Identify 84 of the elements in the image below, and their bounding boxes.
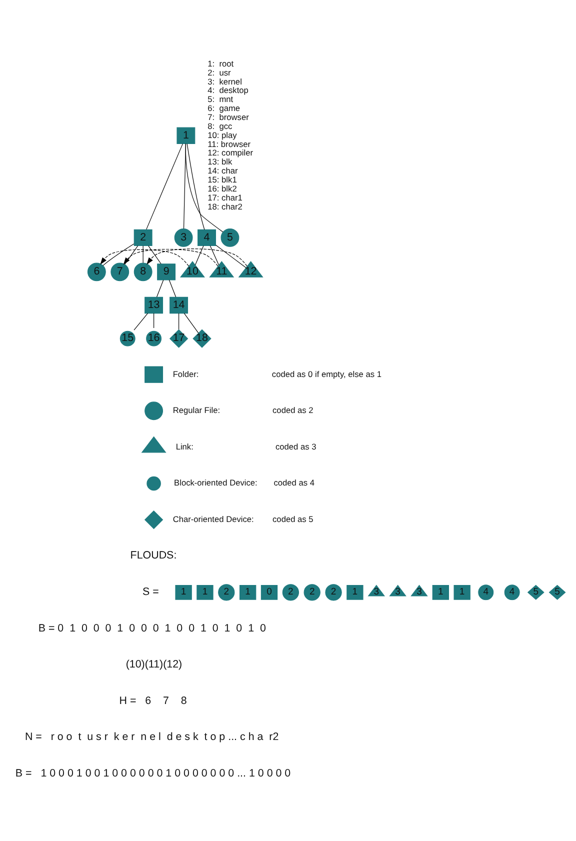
connector — [194, 245, 204, 265]
label: coded as 3 — [276, 440, 316, 451]
node-box: 1 — [176, 126, 196, 144]
node-diamond: 17 — [169, 328, 188, 348]
node-circle: 2 — [282, 584, 299, 600]
node-circle: 8 — [134, 262, 152, 281]
label: 1: root — [208, 58, 234, 68]
label: (10)(11)(12) — [126, 658, 182, 670]
node-circle: 2 — [325, 584, 342, 600]
node-circle: 5 — [220, 228, 240, 246]
connector — [148, 245, 162, 264]
node-circle — [144, 401, 164, 420]
label: S = — [142, 586, 159, 598]
connector — [186, 142, 205, 230]
connector — [216, 244, 246, 268]
node-circle: 7 — [110, 262, 130, 281]
node-diamond: 18 — [192, 328, 212, 348]
label: 13: blk — [208, 156, 232, 166]
node-box: 1 — [432, 584, 449, 600]
label: coded as 2 — [272, 404, 314, 415]
label: FLOUDS: — [130, 549, 177, 562]
label: H = 6 7 8 — [119, 694, 187, 706]
connector — [142, 245, 144, 263]
connector — [134, 312, 148, 330]
legend-label: Link: — [176, 440, 194, 451]
connector — [178, 312, 180, 330]
connector — [210, 245, 220, 265]
node-box: 9 — [157, 263, 176, 280]
connector — [156, 279, 164, 297]
label: 15: blk1 — [208, 174, 237, 184]
label: B = 0 1 0 0 0 1 0 0 0 1 0 0 1 0 1 0 1 0 — [38, 622, 266, 634]
arrow — [123, 248, 218, 266]
label: 18: char2 — [208, 200, 242, 211]
label: 5: mnt — [208, 94, 234, 104]
connector — [185, 142, 224, 232]
node-box: 2 — [134, 228, 152, 246]
node-circle: 6 — [87, 262, 106, 281]
node-box: 1 — [240, 584, 256, 600]
node-ring — [144, 474, 163, 492]
node-box: 1 — [454, 584, 470, 600]
node-diamond: 5 — [548, 584, 566, 600]
node-circle: 3 — [174, 228, 193, 246]
label: 4: desktop — [208, 84, 248, 95]
node-circle: 4 — [478, 584, 494, 600]
node-diamond — [144, 510, 164, 529]
node-circle: 16 — [145, 330, 162, 346]
label: coded as 4 — [274, 477, 314, 488]
connector — [184, 312, 199, 333]
legend-label: Block-oriented Device: — [174, 477, 258, 488]
legend-label: Folder: — [172, 368, 199, 378]
connector — [168, 279, 176, 297]
node-box: 1 — [346, 584, 364, 600]
node-box — [144, 366, 164, 382]
node-diamond: 5 — [527, 584, 544, 600]
connector — [102, 243, 134, 266]
label: N = r o o t u s r k e r n e l d e s k t o p ... c h a r2 — [24, 730, 279, 743]
node-box: 4 — [198, 228, 216, 246]
node-circle: 2 — [218, 584, 235, 600]
label: 12: compiler — [208, 147, 254, 158]
arrow — [100, 248, 190, 266]
connector — [124, 245, 138, 264]
legend-label: Regular File: — [172, 404, 220, 415]
node-box: 1 — [196, 584, 214, 600]
label: B = 1 0 0 0 1 0 0 1 0 0 0 0 0 0 1 0 0 0 0 0 0 0 ... 1 0 0 0 0 — [15, 767, 291, 780]
node-box: 1 — [175, 584, 192, 600]
label: 8: gcc — [208, 120, 232, 130]
label: 14: char — [208, 165, 238, 176]
label: 2: usr — [208, 66, 231, 77]
label: 16: blk2 — [208, 182, 237, 193]
node-circle: 2 — [304, 584, 320, 600]
node-triangle — [141, 436, 166, 452]
label: 17: char1 — [208, 192, 242, 202]
connector — [146, 143, 184, 230]
label: 3: kernel — [208, 76, 242, 86]
node-box: 14 — [170, 296, 188, 314]
node-box: 13 — [144, 296, 164, 314]
node-box: 0 — [260, 584, 278, 600]
label: 6: game — [208, 102, 240, 113]
node-circle: 15 — [119, 330, 136, 346]
arrow — [146, 248, 248, 266]
legend-label: Char-oriented Device: — [172, 513, 254, 524]
label: coded as 5 — [272, 513, 314, 524]
label: coded as 0 if empty, else as 1 — [272, 368, 382, 378]
node-circle: 4 — [504, 584, 520, 600]
